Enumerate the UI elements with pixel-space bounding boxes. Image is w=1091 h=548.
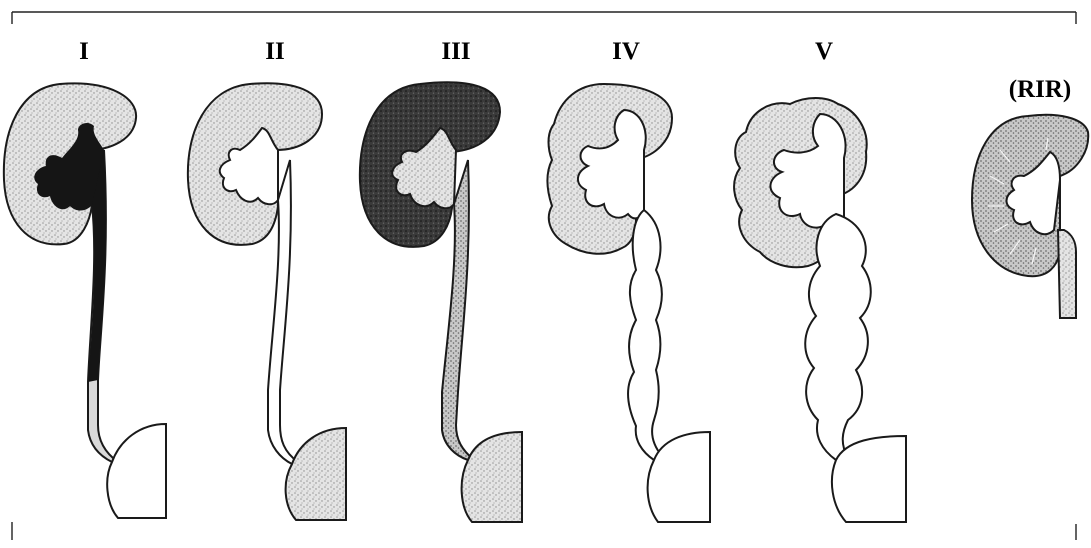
grade-1-bladder <box>107 424 166 518</box>
grade-3-bladder <box>462 432 522 522</box>
grade-1-kidney-system <box>4 83 166 518</box>
grade-4-label: IV <box>612 38 640 65</box>
rir-ureter <box>1058 230 1076 318</box>
grade-5-label: V <box>815 38 833 65</box>
grade-4-kidney-system <box>547 84 710 522</box>
grade-2-label: II <box>265 38 284 65</box>
grade-4-bladder <box>648 432 710 522</box>
grade-5-kidney-system <box>734 98 906 522</box>
rir-kidney-system <box>972 115 1088 318</box>
grade-3-label: III <box>441 38 470 65</box>
grade-2-kidney-system <box>188 83 346 520</box>
grade-3-kidney-system <box>360 82 522 522</box>
grade-2-bladder <box>286 428 346 520</box>
rir-label: (RIR) <box>1009 76 1072 103</box>
grade-4-ureter <box>628 210 662 460</box>
grade-1-label: I <box>79 38 89 65</box>
figure-frame <box>12 12 1076 540</box>
